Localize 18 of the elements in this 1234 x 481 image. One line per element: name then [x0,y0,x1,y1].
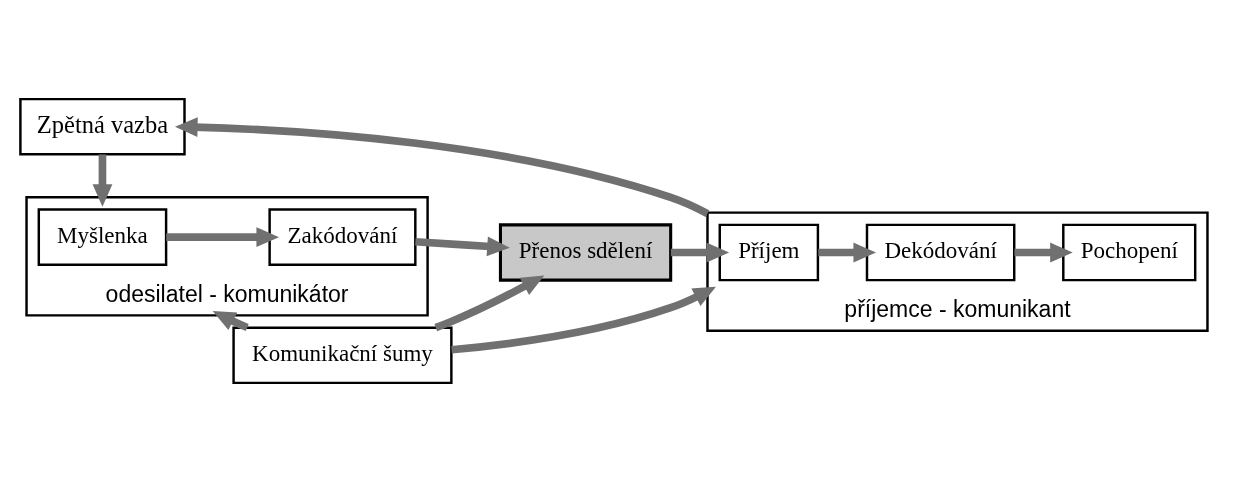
arrow [166,226,279,247]
node-box: Pochopení [1062,223,1197,281]
node-box: Myšlenka [37,207,168,266]
arrow [434,275,545,331]
arrow [212,310,249,331]
arrow [92,153,113,207]
arrow [818,242,877,262]
arrow [174,116,710,217]
node-box: Zakódování [268,207,417,266]
node-box: Zpětná vazba [19,97,186,156]
arrow [415,235,510,256]
node-box: Komunikační šumy [232,325,453,384]
arrow [451,286,716,354]
node-box: Dekódování [865,223,1016,281]
node-box: Přenos sdělení [498,222,673,282]
node-box: Příjem [718,223,820,281]
arrow [670,242,730,262]
arrow [1014,242,1073,262]
